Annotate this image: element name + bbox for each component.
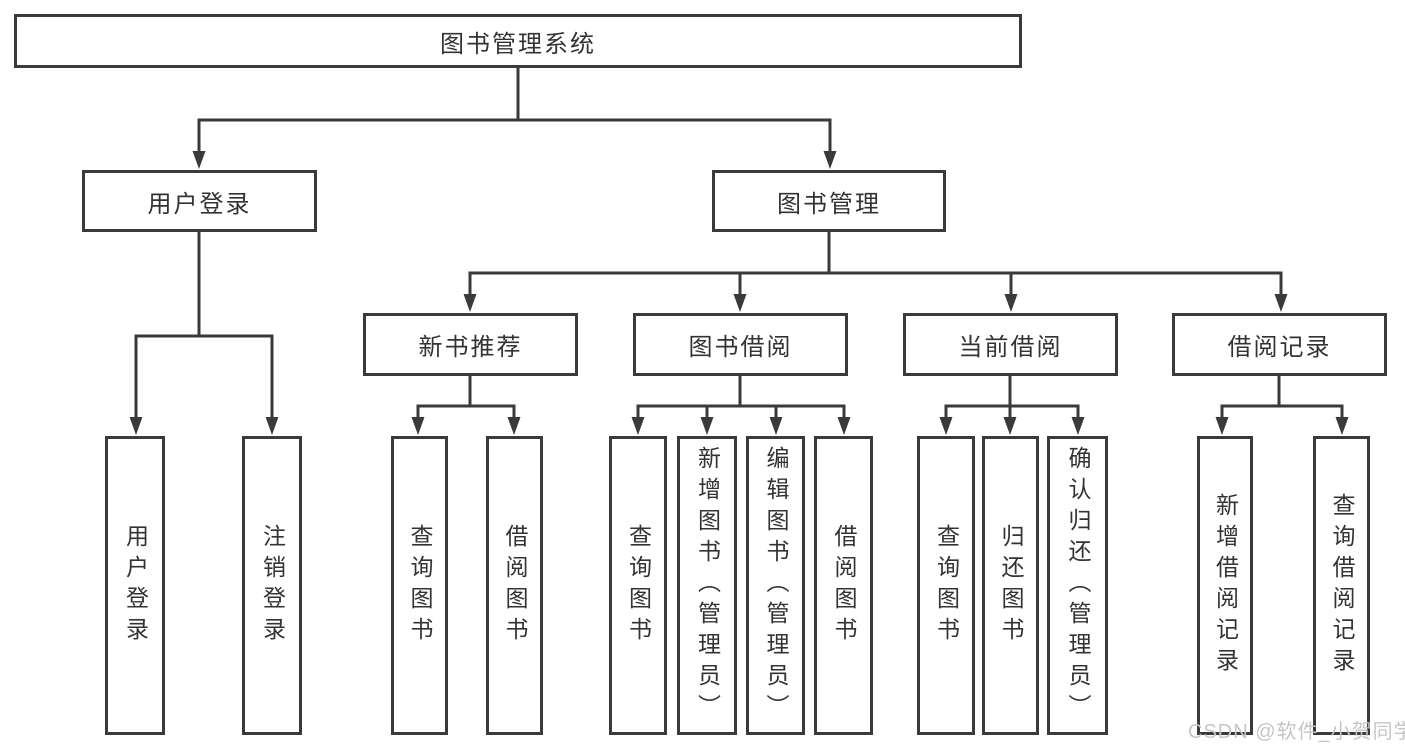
node-label: 用户登录: [147, 190, 252, 218]
node-label: 查询图书: [625, 523, 652, 648]
node-label: 借阅图书: [831, 523, 857, 648]
node-leaf-query-borrow-record: 查询借阅记录: [1313, 436, 1370, 735]
node-label: 借阅图书: [502, 523, 528, 648]
node-leaf-borrow-books-borrowing: 借阅图书: [814, 436, 873, 735]
node-leaf-confirm-return-admin: 确认归还（管理员）: [1047, 436, 1108, 735]
node-leaf-query-books-borrowing: 查询图书: [609, 436, 667, 735]
node-book-borrowing: 图书借阅: [633, 313, 848, 376]
node-current-borrowing: 当前借阅: [903, 313, 1118, 376]
node-user-login: 用户登录: [82, 170, 317, 232]
node-label: 注销登录: [259, 523, 286, 648]
node-label: 查询借阅记录: [1329, 492, 1355, 679]
node-label: 查询图书: [407, 523, 433, 648]
node-label: 图书借阅: [688, 334, 793, 361]
node-leaf-query-books-recommend: 查询图书: [391, 436, 448, 735]
node-label: 编辑图书（管理员）: [763, 446, 789, 725]
node-new-book-recommend: 新书推荐: [363, 313, 578, 376]
node-label: 新增图书（管理员）: [694, 446, 721, 725]
node-leaf-return-books: 归还图书: [982, 436, 1039, 735]
node-label: 当前借阅: [958, 334, 1063, 361]
node-label: 借阅记录: [1227, 334, 1332, 361]
node-label: 用户登录: [122, 523, 149, 648]
node-label: 查询图书: [933, 523, 960, 648]
node-leaf-add-books-admin: 新增图书（管理员）: [677, 436, 737, 735]
node-leaf-add-borrow-record: 新增借阅记录: [1197, 436, 1253, 735]
node-leaf-edit-books-admin: 编辑图书（管理员）: [746, 436, 805, 735]
node-book-management: 图书管理: [712, 170, 946, 232]
node-borrow-records: 借阅记录: [1172, 313, 1387, 376]
node-label: 图书管理系统: [440, 30, 596, 58]
node-label: 确认归还（管理员）: [1065, 446, 1091, 725]
node-label: 归还图书: [998, 523, 1024, 648]
node-leaf-borrow-books-recommend: 借阅图书: [486, 436, 543, 735]
node-leaf-user-login: 用户登录: [105, 436, 165, 735]
node-library-system: 图书管理系统: [14, 14, 1022, 68]
watermark: CSDN @软件_小贺同学: [1188, 721, 1405, 743]
node-leaf-query-books-current: 查询图书: [917, 436, 975, 735]
node-label: 新书推荐: [418, 334, 523, 361]
node-label: 图书管理: [777, 190, 881, 218]
node-leaf-logout-login: 注销登录: [242, 436, 302, 735]
node-label: 新增借阅记录: [1212, 492, 1239, 679]
